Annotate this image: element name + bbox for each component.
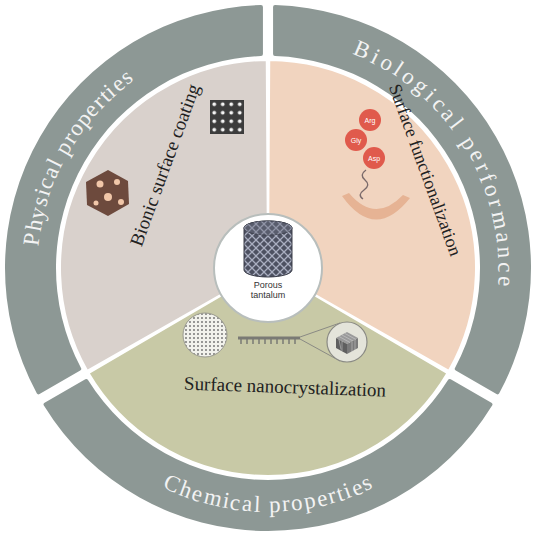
letter: l [42, 155, 69, 172]
letter: p [455, 131, 484, 155]
sector-arc [88, 268, 447, 476]
letter: i [419, 83, 442, 107]
letter [261, 492, 267, 519]
letter: t [333, 480, 347, 507]
letter: a [241, 490, 253, 517]
letter: r [87, 90, 111, 114]
letter: e [78, 97, 105, 122]
letter: e [491, 276, 518, 288]
ring-arc [5, 5, 263, 394]
letter: h [21, 217, 49, 233]
amino-acid-bead: Gly [345, 129, 367, 151]
amino-acid-label: Arg [365, 117, 376, 124]
amino-acid-label: Asp [368, 155, 380, 162]
ring-label: Chemical properties [149, 460, 390, 528]
letter: n [491, 246, 518, 259]
letter: y [23, 204, 51, 221]
letter: c [426, 91, 452, 117]
letter: e [189, 480, 207, 508]
letter: e [314, 485, 330, 513]
amino-acid-label: Gly [351, 137, 362, 144]
letter: e [463, 145, 491, 167]
letter [46, 148, 72, 165]
letter: B [350, 35, 375, 65]
cell-shape [342, 193, 410, 220]
letter: C [160, 469, 185, 499]
letter: o [375, 49, 398, 78]
letter: o [62, 117, 90, 142]
letter: s [357, 469, 376, 497]
letter: r [325, 482, 340, 510]
amino-acid-bead: Asp [363, 147, 385, 169]
letter: p [302, 487, 318, 515]
ring-arc [44, 379, 493, 531]
nano-block [336, 332, 358, 354]
letter: a [435, 102, 462, 127]
letter: o [289, 489, 304, 517]
zoom-line [300, 323, 340, 337]
letter: p [70, 106, 98, 132]
letter: s [115, 64, 138, 91]
letter: c [229, 489, 243, 517]
ring-label: Physical properties [10, 55, 150, 262]
letter: l [388, 57, 408, 83]
letter: p [49, 136, 78, 159]
letter: a [489, 231, 517, 245]
letter: l [444, 113, 469, 134]
ring-arc [273, 5, 531, 394]
letter: P [19, 231, 47, 247]
letter [450, 122, 475, 142]
peptide-chain [360, 170, 368, 199]
letter: o [478, 181, 507, 201]
letter: l [253, 491, 261, 518]
sector-label: Bionic surface coating [126, 81, 205, 249]
letter: m [485, 208, 515, 231]
letter: i [99, 79, 121, 103]
letter: o [396, 63, 421, 91]
letter: r [482, 196, 510, 211]
letter: a [37, 163, 65, 183]
letter: e [106, 71, 131, 98]
letter: g [408, 73, 434, 101]
amino-acid-bead: Arg [359, 109, 381, 131]
letter: p [269, 491, 281, 518]
nanocrystal-surface [183, 313, 227, 357]
letter: r [469, 158, 496, 176]
ring-label: Biological performance [339, 27, 528, 304]
sector-arc [60, 60, 268, 371]
letter: h [176, 476, 196, 505]
letter: f [473, 169, 500, 186]
coated-particle [86, 170, 129, 216]
sector-arc [268, 60, 476, 371]
letter: i [367, 44, 385, 70]
coating-square [210, 100, 244, 134]
letter: t [93, 84, 116, 108]
zoom-lens [327, 322, 367, 362]
letter: i [220, 488, 231, 515]
letter: c [32, 174, 60, 193]
surface-profile [238, 337, 300, 340]
letter: i [340, 478, 355, 505]
sector-label: Surface nanocrystalization [184, 373, 387, 402]
letter: s [27, 193, 55, 209]
letter: r [56, 128, 82, 149]
particle-dots [94, 179, 125, 206]
surface-ticks [241, 338, 295, 344]
zoom-line [300, 339, 340, 361]
letter: e [347, 474, 366, 502]
letter: m [201, 483, 225, 513]
sector-label: Surface functionalization [384, 81, 465, 259]
letter: i [30, 185, 57, 199]
letter: r [281, 491, 291, 518]
coating-dots [210, 100, 244, 134]
letter: c [492, 262, 518, 272]
center-label: Porous tantalum [215, 281, 321, 301]
center-circle: Porous tantalum [213, 213, 323, 323]
